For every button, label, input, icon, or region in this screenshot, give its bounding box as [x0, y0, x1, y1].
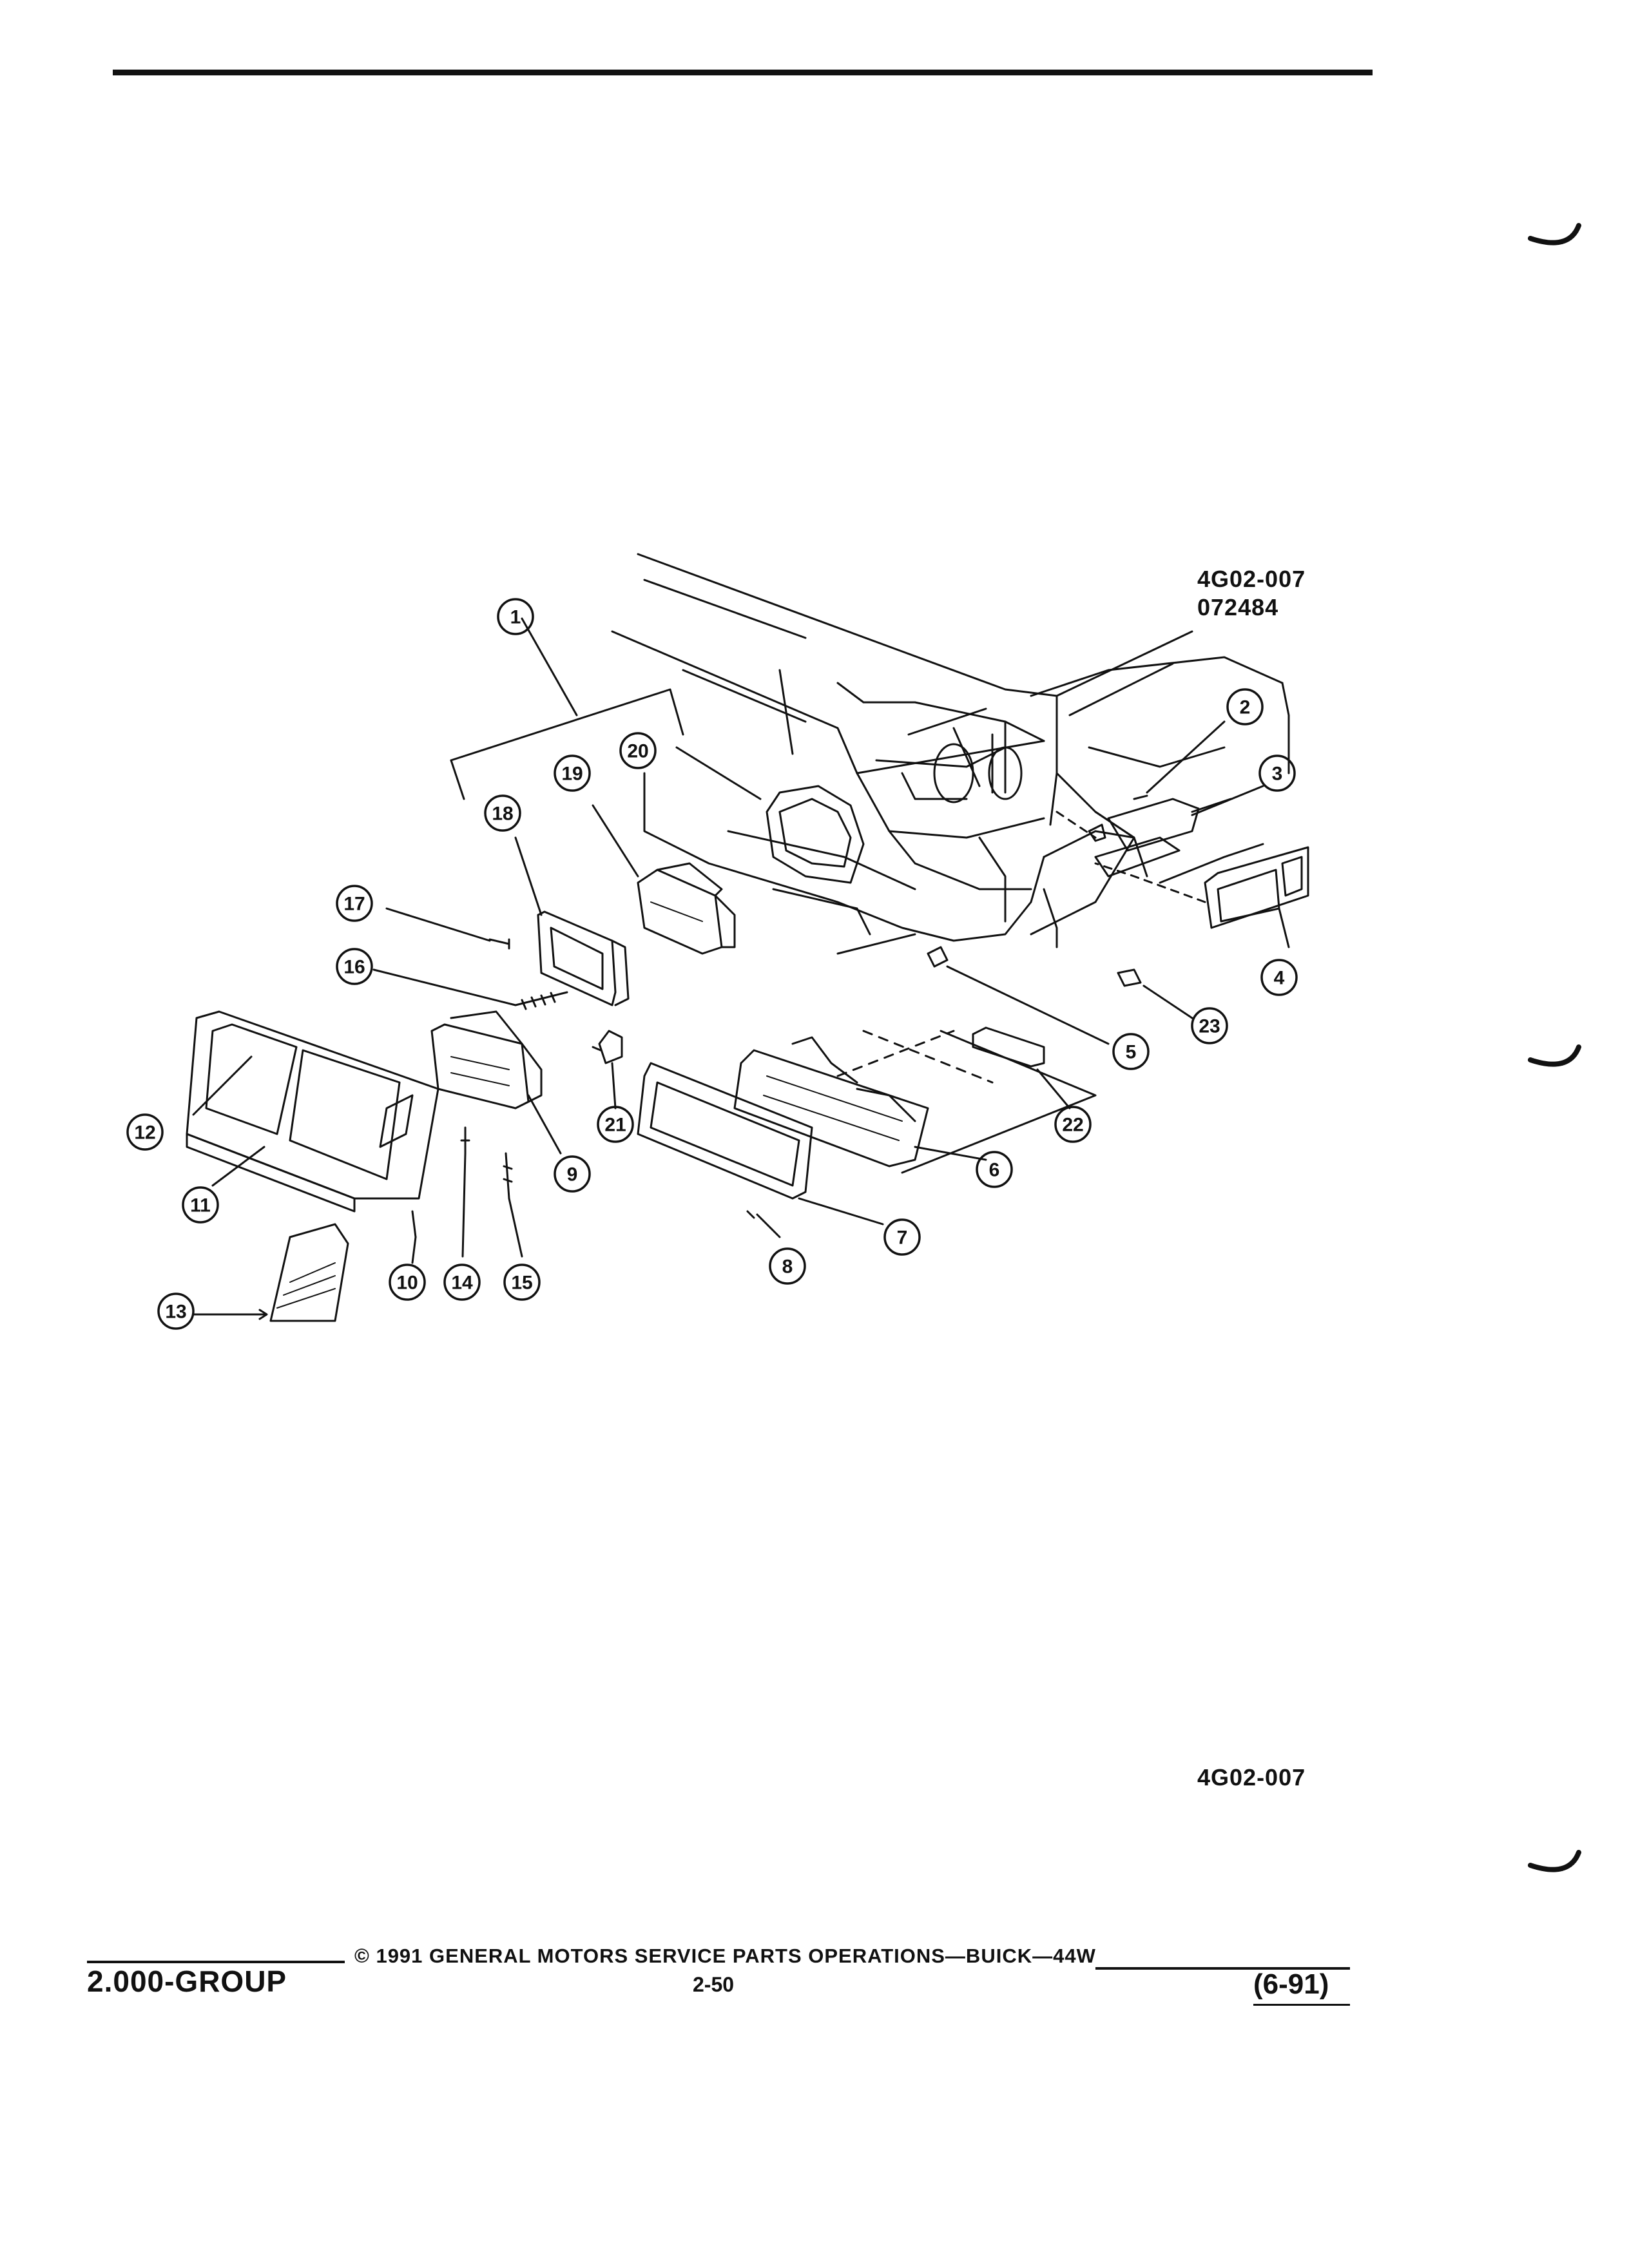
footer-rule-revision — [1253, 2004, 1350, 2006]
callout-9: 9 — [567, 1164, 578, 1186]
leader-2 — [1146, 720, 1226, 794]
callout-6: 6 — [989, 1160, 1000, 1181]
callout-2: 2 — [1240, 697, 1251, 718]
callout-17: 17 — [343, 894, 365, 915]
arrow-13 — [258, 1309, 268, 1320]
callout-14: 14 — [451, 1273, 473, 1294]
binding-mark-2 — [1528, 1044, 1581, 1067]
callout-4: 4 — [1274, 968, 1285, 989]
clip-23 — [1117, 968, 1142, 987]
footer-rule-left — [87, 1961, 345, 1963]
leader-16 — [372, 968, 517, 1006]
leader-19 — [592, 804, 639, 878]
bolt-14 — [460, 1126, 470, 1155]
screw-17 — [488, 938, 510, 950]
part-11-bezel — [186, 1010, 439, 1213]
leader-7 — [798, 1197, 884, 1225]
leader-8 — [756, 1213, 781, 1238]
part-6-park-lamp — [733, 1036, 929, 1168]
footer-copyright: © 1991 GENERAL MOTORS SERVICE PARTS OPER… — [354, 1945, 1096, 1967]
part-3-lamp — [1094, 798, 1200, 878]
callout-23: 23 — [1199, 1016, 1220, 1037]
drawing-code-bottom: 4G02-007 — [1197, 1764, 1306, 1791]
footer-group: 2.000-GROUP — [87, 1965, 287, 1998]
callout-1: 1 — [510, 607, 521, 628]
dash-guide-4 — [1094, 862, 1206, 903]
leader-17 — [385, 907, 491, 942]
binding-mark-3 — [1528, 1850, 1581, 1872]
leader-15 — [508, 1197, 523, 1258]
callout-8: 8 — [782, 1256, 793, 1278]
footer-revision: (6-91) — [1253, 1968, 1329, 2000]
footer-rule-right — [1095, 1967, 1350, 1970]
leader-10 — [411, 1236, 417, 1264]
leader-5 — [946, 965, 1110, 1045]
callout-11: 11 — [190, 1195, 211, 1216]
part-22-lamp — [972, 1026, 1045, 1068]
nut-2b — [1088, 823, 1106, 842]
part-20-housing — [766, 785, 865, 884]
part-7-lens — [637, 1062, 813, 1200]
callout-21: 21 — [604, 1115, 626, 1136]
callout-10: 10 — [396, 1273, 418, 1294]
leader-23 — [1142, 985, 1193, 1019]
screw-8 — [746, 1210, 755, 1219]
retainer-5 — [927, 946, 949, 968]
bracket-part-1-left — [450, 759, 465, 800]
callout-16: 16 — [343, 957, 365, 978]
leader-4 — [1278, 907, 1290, 948]
callout-labels: 1 2 3 4 5 6 7 8 9 10 11 12 13 14 15 16 1… — [134, 607, 1284, 1323]
bulb-21 — [598, 1030, 623, 1064]
drawing-date: 072484 — [1197, 594, 1279, 620]
top-rule — [113, 70, 1373, 75]
dash-guide-3 — [1055, 811, 1097, 839]
part-13-corner-lens — [269, 1223, 349, 1322]
bracket-6 — [901, 1030, 1097, 1174]
leader-20 — [675, 746, 762, 800]
callout-7: 7 — [897, 1227, 908, 1249]
leader-14 — [461, 1152, 467, 1258]
callout-15: 15 — [511, 1273, 532, 1294]
callout-3: 3 — [1272, 764, 1283, 785]
callout-20: 20 — [627, 741, 648, 762]
leader-12 — [192, 1055, 253, 1116]
callout-22: 22 — [1062, 1115, 1083, 1136]
leader-9 — [527, 1094, 562, 1155]
bracket-part-1 — [450, 688, 684, 762]
screw-15 — [503, 1152, 513, 1200]
binding-mark-1 — [1528, 223, 1581, 245]
drawing-code-top: 4G02-007 — [1197, 566, 1306, 592]
dash-guide-2 — [836, 1030, 955, 1077]
callout-18: 18 — [492, 803, 513, 825]
leader-22 — [1036, 1068, 1071, 1110]
callout-19: 19 — [561, 764, 583, 785]
leader-1 — [521, 617, 578, 716]
part-9-lamp — [430, 1010, 543, 1110]
footer-page-number: 2-50 — [693, 1973, 735, 1996]
leader-21 — [611, 1062, 617, 1110]
callout-12: 12 — [134, 1122, 155, 1144]
clip-10 — [411, 1210, 417, 1238]
bulb-21-lead — [592, 1046, 602, 1052]
nut-2 — [1133, 794, 1148, 800]
leader-18 — [514, 836, 543, 916]
part-19-headlamp — [637, 862, 736, 955]
leader-3 — [1191, 785, 1264, 816]
front-end-body-outline — [611, 553, 1290, 955]
callout-circles — [126, 598, 1298, 1330]
callout-13: 13 — [165, 1302, 186, 1323]
part-18-mounting-ring — [537, 910, 630, 1006]
dash-guide-1 — [862, 1030, 994, 1084]
leader-11 — [211, 1146, 265, 1187]
spring-16 — [514, 991, 568, 1010]
callout-5: 5 — [1126, 1042, 1137, 1063]
